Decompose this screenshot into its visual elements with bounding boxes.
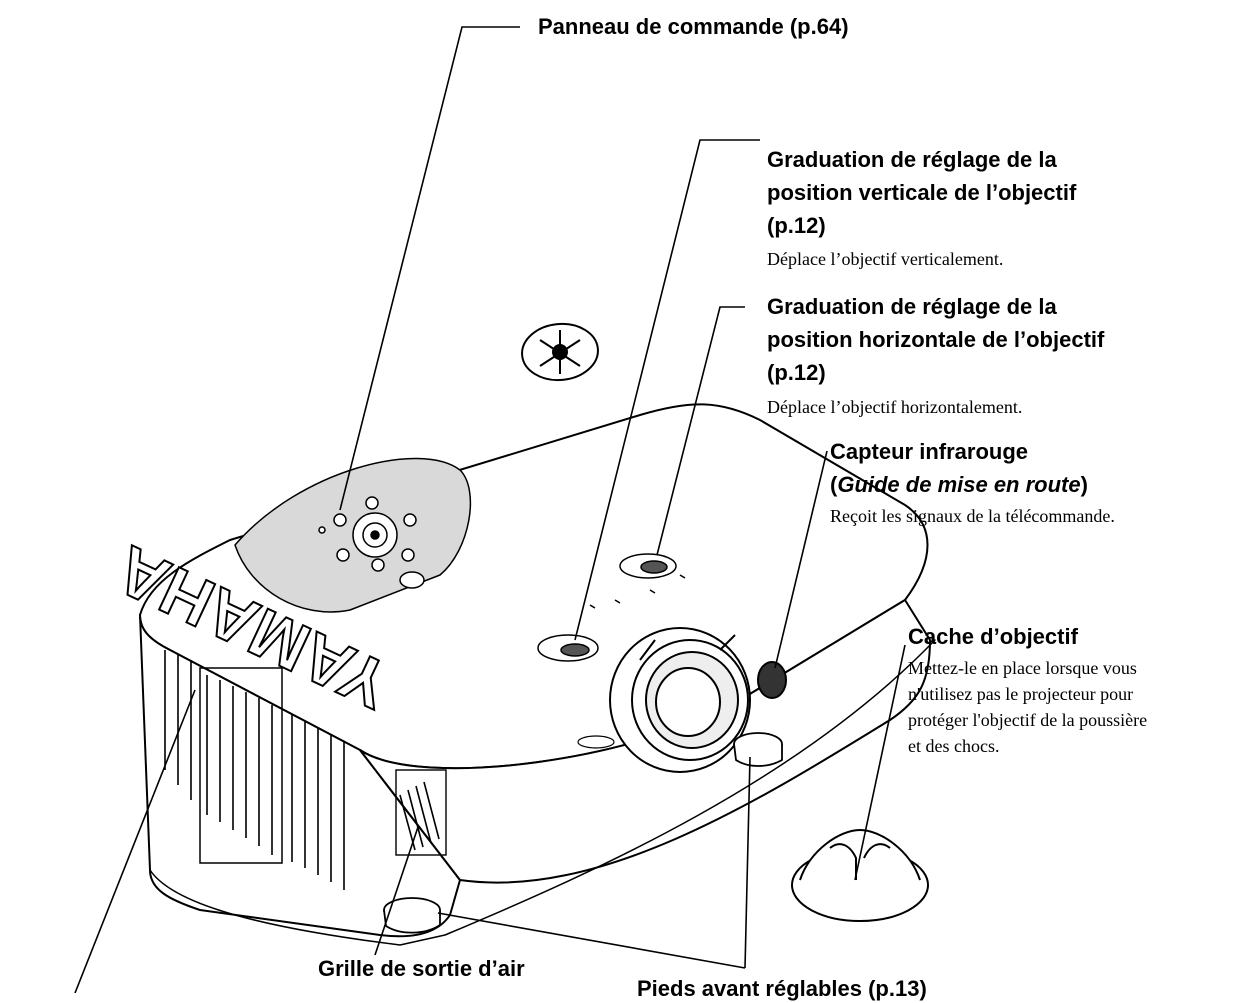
callout-line-vertical-dial [574, 139, 760, 641]
desc-lens-cap-4: et des chocs. [908, 736, 1000, 756]
control-panel-buttons [318, 496, 425, 589]
label-ir-sensor-line2: (Guide de mise en route) [830, 470, 1088, 499]
desc-lens-cap-2: n'utilisez pas le projecteur pour [908, 684, 1134, 704]
front-feet [383, 732, 783, 934]
ir-paren-open: ( [830, 472, 838, 497]
ir-guide-title: Guide de mise en route [837, 472, 1081, 497]
label-lens-cap: Cache d’objectif [908, 624, 1078, 649]
lens-cap-illustration [791, 828, 929, 922]
label-horizontal-dial-line3: (p.12) [767, 360, 826, 385]
label-vertical-dial-line3: (p.12) [767, 213, 826, 238]
yamaha-emblem [521, 322, 599, 382]
label-horizontal-dial-line1: Graduation de réglage de la [767, 294, 1057, 319]
side-badge [577, 735, 615, 749]
lens-assembly [609, 627, 751, 773]
front-vent-grille [164, 650, 345, 890]
callout-line-front-vent [74, 689, 196, 993]
label-air-exhaust: Grille de sortie d’air [318, 956, 525, 981]
label-front-feet: Pieds avant réglables (p.13) [637, 976, 927, 1001]
desc-ir-sensor: Reçoit les signaux de la télécommande. [830, 506, 1115, 526]
label-vertical-dial-line1: Graduation de réglage de la [767, 147, 1057, 172]
label-ir-sensor-line1: Capteur infrarouge [830, 439, 1029, 464]
callout-line-control-panel [339, 26, 520, 511]
ir-sensor-window [757, 661, 787, 699]
callout-lines [74, 26, 906, 993]
lens-shift-dials [537, 553, 686, 662]
callout-line-ir-sensor [774, 450, 828, 669]
ir-paren-close: ) [1080, 472, 1088, 497]
label-control-panel: Panneau de commande (p.64) [538, 14, 849, 39]
desc-lens-cap-3: protéger l'objectif de la poussière [908, 710, 1148, 730]
desc-lens-cap-1: Mettez-le en place lorsque vous [908, 658, 1137, 678]
label-vertical-dial-line2: position verticale de l’objectif [767, 180, 1077, 205]
callout-line-front-feet [437, 756, 751, 969]
callout-line-air-exhaust [374, 826, 419, 956]
callout-line-horizontal-dial [656, 306, 745, 556]
desc-horizontal-dial: Déplace l’objectif horizontalement. [767, 397, 1023, 417]
callout-line-lens-cap [854, 644, 906, 881]
label-horizontal-dial-line2: position horizontale de l’objectif [767, 327, 1105, 352]
desc-vertical-dial: Déplace l’objectif verticalement. [767, 249, 1004, 269]
side-exhaust-vent [395, 769, 447, 856]
